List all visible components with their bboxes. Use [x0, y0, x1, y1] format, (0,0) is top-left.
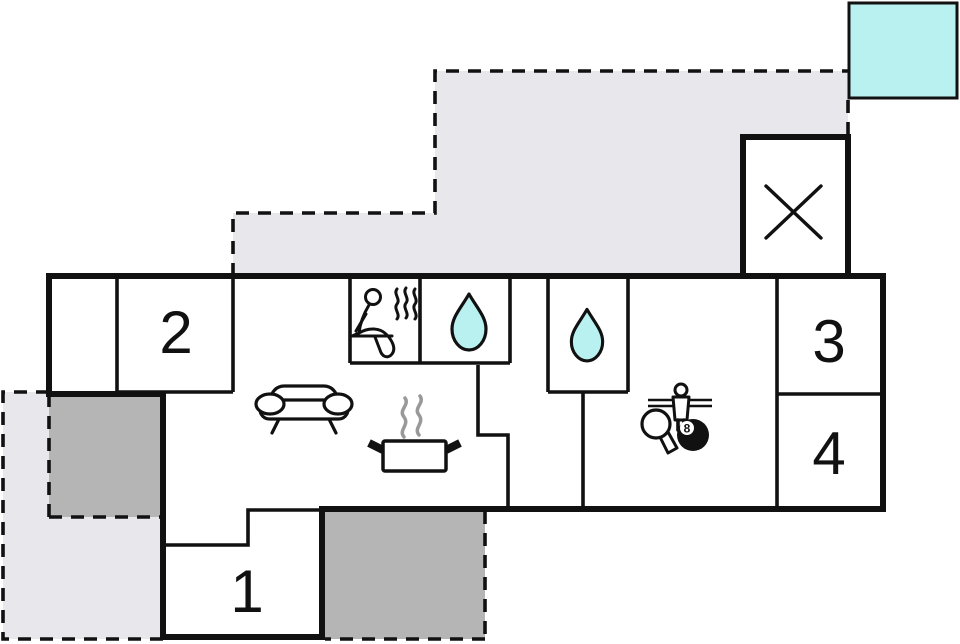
patio-dark-left — [49, 394, 163, 517]
pool-icon — [847, 1, 959, 100]
eight-ball-icon: 8 — [677, 419, 709, 451]
foosball-player-icon — [648, 382, 712, 432]
shower-drop-icon — [450, 292, 488, 352]
cooking-pot-icon — [367, 394, 462, 473]
table-tennis-paddle-icon — [640, 408, 679, 455]
sauna-icon — [350, 286, 418, 359]
room-2-label: 2 — [159, 299, 192, 366]
eight-ball-number: 8 — [684, 422, 691, 436]
interior-walls — [115, 276, 883, 547]
terrace-dashed-borders — [1, 69, 850, 641]
stairs-cross-icon — [764, 184, 823, 240]
room-4-label: 4 — [812, 420, 845, 487]
room-3-label: 3 — [812, 308, 845, 375]
patio-dark-bottom — [325, 511, 485, 639]
stairs-room — [740, 134, 851, 279]
building-outline — [46, 273, 886, 640]
sofa-icon — [254, 384, 354, 435]
room-1-label: 1 — [230, 558, 263, 625]
terrace-top — [233, 71, 848, 276]
bath-drop-icon — [569, 307, 605, 363]
